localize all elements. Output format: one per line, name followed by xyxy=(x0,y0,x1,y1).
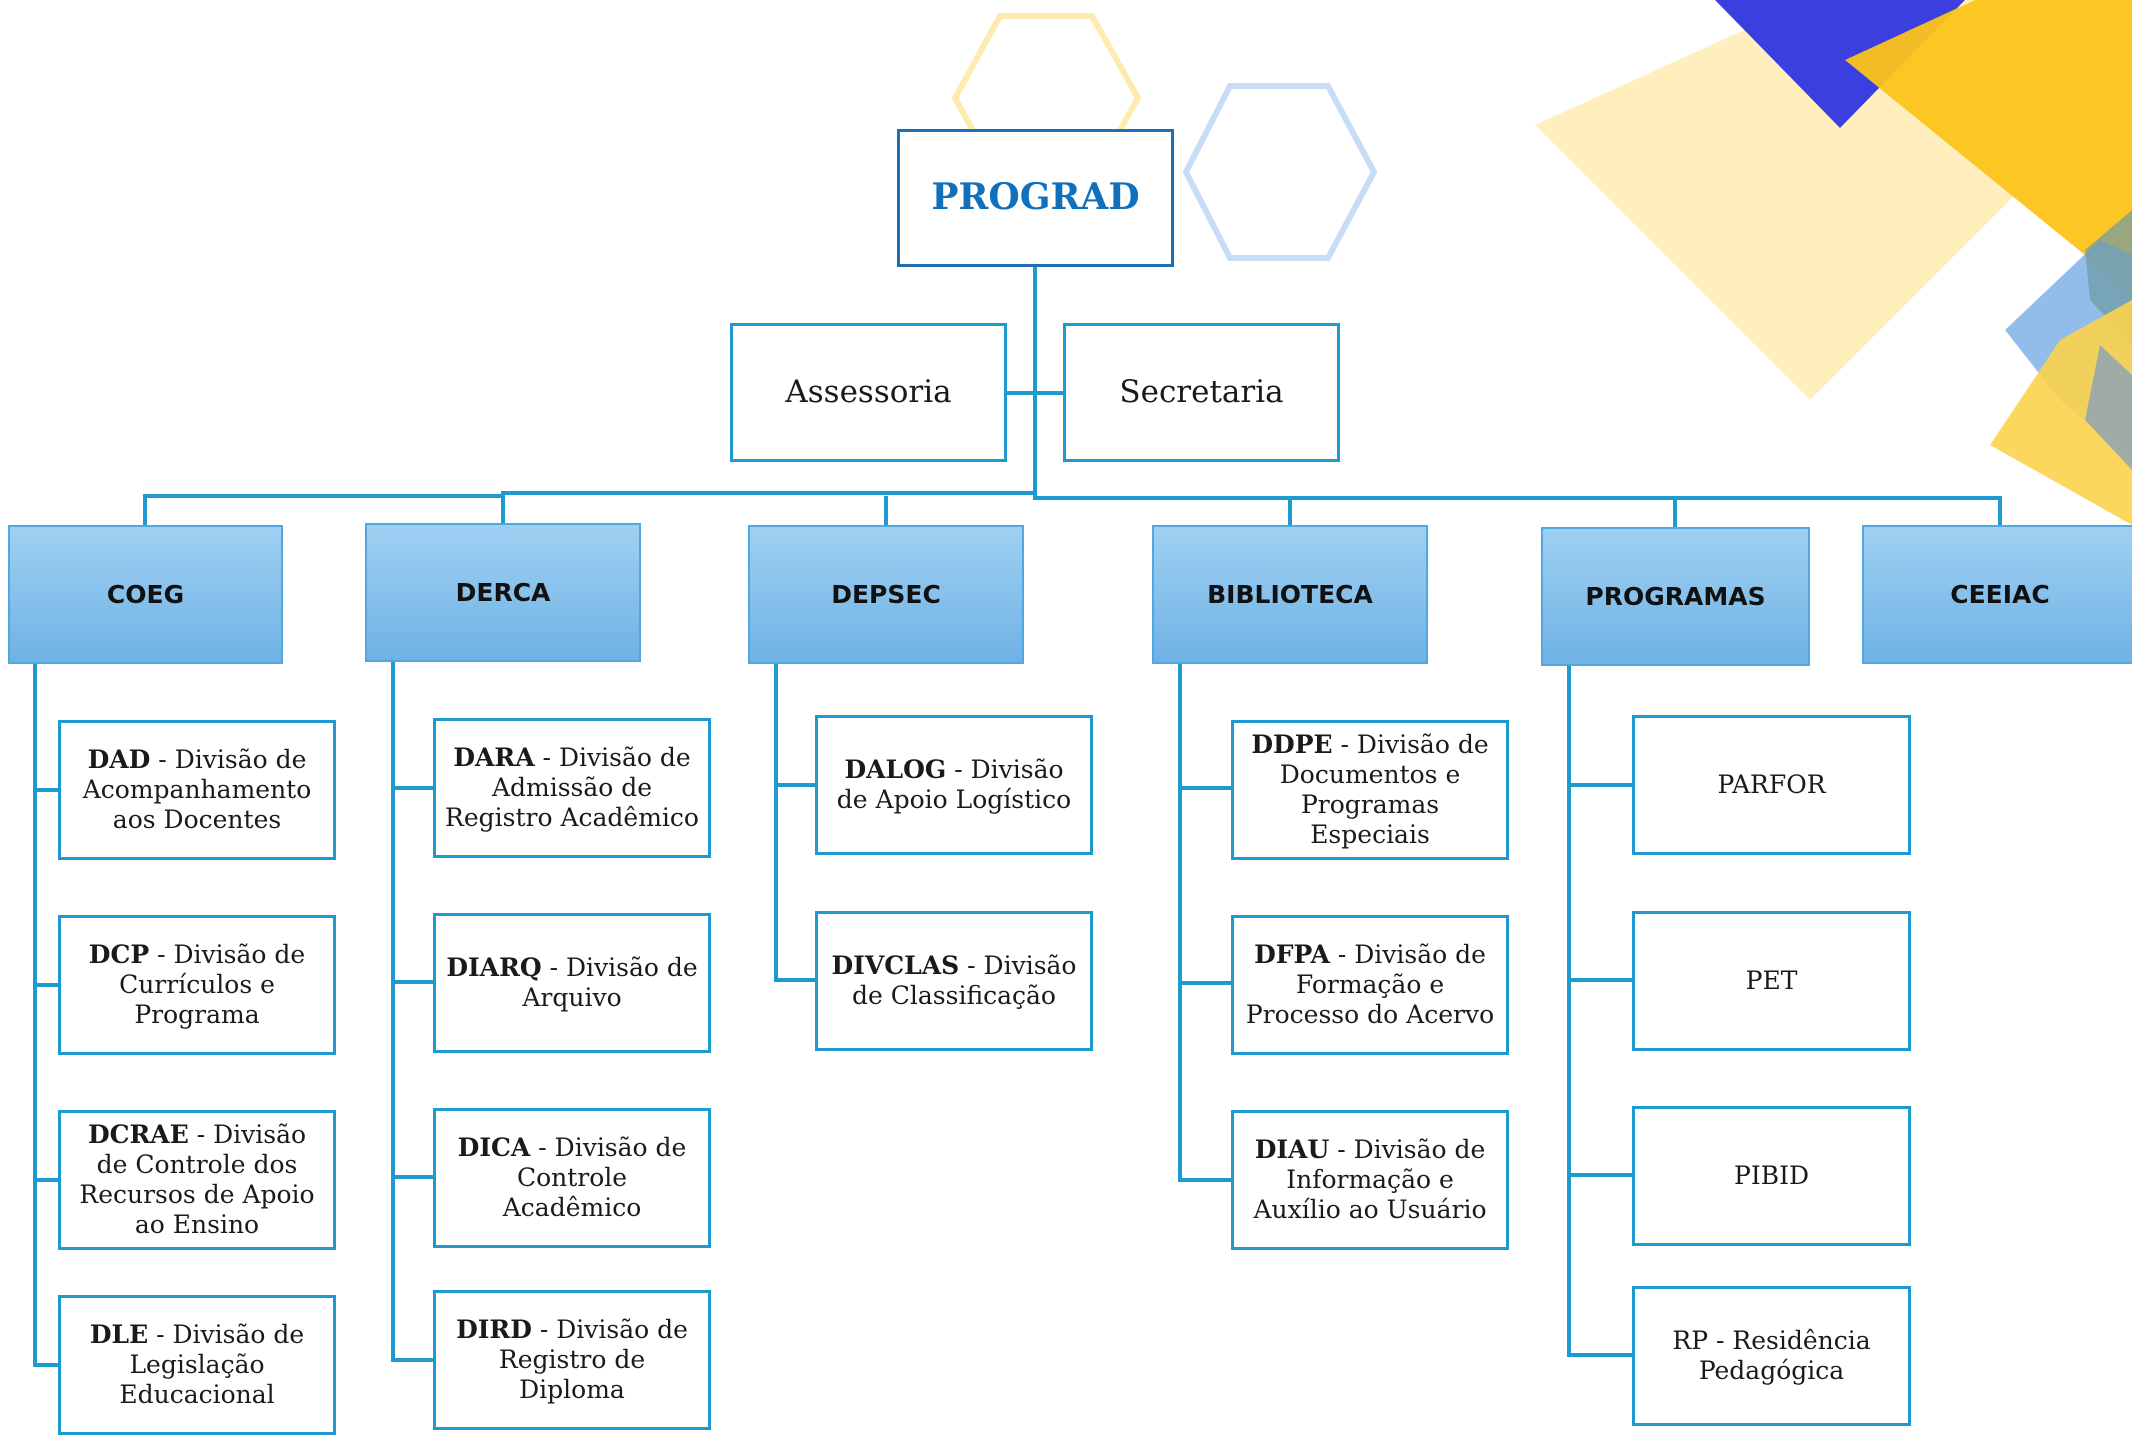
dept-ceeiac-label: CEEIAC xyxy=(1950,579,2050,609)
dept-derca-label: DERCA xyxy=(455,577,551,607)
program-desc: - Residência Pedagógica xyxy=(1698,1326,1871,1385)
division-desc: - Divisão de Apoio Logístico xyxy=(836,755,1072,814)
connector-bus-left xyxy=(501,491,1035,524)
connector-biblioteca-trunk xyxy=(1178,662,1233,1182)
root-node-prograd[interactable]: PROGRAD xyxy=(897,129,1174,267)
division-text: DIAU - Divisão de Informação e Auxílio a… xyxy=(1234,1135,1506,1225)
dept-programas-label: PROGRAMAS xyxy=(1585,581,1766,611)
program-label: PIBID xyxy=(1734,1161,1809,1190)
program-pet[interactable]: PET xyxy=(1632,911,1911,1051)
division-dalog[interactable]: DALOG - Divisão de Apoio Logístico xyxy=(815,715,1093,855)
division-desc: - Divisão de Documentos e Programas Espe… xyxy=(1279,730,1489,849)
division-desc: - Divisão de Admissão de Registro Acadêm… xyxy=(445,743,699,832)
division-divclas[interactable]: DIVCLAS - Divisão de Classificação xyxy=(815,911,1093,1051)
division-dcp[interactable]: DCP - Divisão de Currículos e Programa xyxy=(58,915,336,1055)
program-text: RP - Residência Pedagógica xyxy=(1635,1326,1908,1386)
division-desc: - Divisão de Registro de Diploma xyxy=(498,1315,688,1404)
division-code: DLE xyxy=(89,1320,149,1349)
division-code: DARA xyxy=(453,743,535,772)
connector-programas-trunk xyxy=(1567,664,1634,1357)
dept-biblioteca-label: BIBLIOTECA xyxy=(1207,579,1373,609)
secretaria-label: Secretaria xyxy=(1119,373,1284,410)
division-text: DICA - Divisão de Controle Acadêmico xyxy=(436,1133,708,1223)
division-dfpa[interactable]: DFPA - Divisão de Formação e Processo do… xyxy=(1231,915,1509,1055)
division-diarq[interactable]: DIARQ - Divisão de Arquivo xyxy=(433,913,711,1053)
division-code: DIAU xyxy=(1254,1135,1330,1164)
dept-depsec-label: DEPSEC xyxy=(831,579,941,609)
division-text: DCRAE - Divisão de Controle dos Recursos… xyxy=(61,1120,333,1240)
program-label: PARFOR xyxy=(1717,770,1826,799)
dept-biblioteca[interactable]: BIBLIOTECA xyxy=(1152,525,1428,664)
division-code: DCRAE xyxy=(87,1120,189,1149)
division-dara[interactable]: DARA - Divisão de Admissão de Registro A… xyxy=(433,718,711,858)
division-text: DIARQ - Divisão de Arquivo xyxy=(436,953,708,1013)
diamond-bottom-yellow xyxy=(1990,300,2132,525)
division-desc: - Divisão de Legislação Educacional xyxy=(119,1320,305,1409)
node-secretaria[interactable]: Secretaria xyxy=(1063,323,1340,462)
division-dad[interactable]: DAD - Divisão de Acompanhamento aos Doce… xyxy=(58,720,336,860)
division-text: DDPE - Divisão de Documentos e Programas… xyxy=(1234,730,1506,850)
triangle-blue xyxy=(1715,0,1965,128)
connector-depsec-trunk xyxy=(774,662,817,982)
node-assessoria[interactable]: Assessoria xyxy=(730,323,1007,462)
assessoria-label: Assessoria xyxy=(785,373,952,410)
program-code: RP xyxy=(1672,1326,1709,1355)
division-code: DALOG xyxy=(844,755,947,784)
division-code: DDPE xyxy=(1251,730,1333,759)
division-text: DARA - Divisão de Admissão de Registro A… xyxy=(436,743,708,833)
connector-bus-coeg xyxy=(143,494,503,526)
division-text: DCP - Divisão de Currículos e Programa xyxy=(61,940,333,1030)
division-code: DIRD xyxy=(456,1315,532,1344)
division-code: DICA xyxy=(457,1133,531,1162)
program-label: PET xyxy=(1745,966,1798,995)
division-text: DFPA - Divisão de Formação e Processo do… xyxy=(1234,940,1506,1030)
division-text: DALOG - Divisão de Apoio Logístico xyxy=(818,755,1090,815)
division-desc: - Divisão de Currículos e Programa xyxy=(119,940,306,1029)
connector-coeg-trunk xyxy=(33,662,60,1367)
division-desc: - Divisão de Arquivo xyxy=(522,953,698,1012)
division-ddpe[interactable]: DDPE - Divisão de Documentos e Programas… xyxy=(1231,720,1509,860)
division-desc: - Divisão de Controle Acadêmico xyxy=(502,1133,687,1222)
dept-derca[interactable]: DERCA xyxy=(365,523,641,662)
division-dird[interactable]: DIRD - Divisão de Registro de Diploma xyxy=(433,1290,711,1430)
program-rp[interactable]: RP - Residência Pedagógica xyxy=(1632,1286,1911,1426)
division-desc: - Divisão de Formação e Processo do Acer… xyxy=(1245,940,1495,1029)
program-parfor[interactable]: PARFOR xyxy=(1632,715,1911,855)
division-text: DLE - Divisão de Legislação Educacional xyxy=(61,1320,333,1410)
division-dle[interactable]: DLE - Divisão de Legislação Educacional xyxy=(58,1295,336,1435)
division-desc: - Divisão de Informação e Auxílio ao Usu… xyxy=(1253,1135,1487,1224)
division-dcrae[interactable]: DCRAE - Divisão de Controle dos Recursos… xyxy=(58,1110,336,1250)
dept-ceeiac[interactable]: CEEIAC xyxy=(1862,525,2132,664)
diamond-slate xyxy=(2085,345,2132,470)
division-desc: - Divisão de Acompanhamento aos Docentes xyxy=(82,745,312,834)
dept-coeg[interactable]: COEG xyxy=(8,525,283,664)
dept-coeg-label: COEG xyxy=(106,579,185,609)
division-text: DIVCLAS - Divisão de Classificação xyxy=(818,951,1090,1011)
division-code: DAD xyxy=(87,745,151,774)
division-diau[interactable]: DIAU - Divisão de Informação e Auxílio a… xyxy=(1231,1110,1509,1250)
connector-derca-trunk xyxy=(391,660,435,1362)
connector-bus-right xyxy=(1035,496,2002,526)
division-text: DAD - Divisão de Acompanhamento aos Doce… xyxy=(61,745,333,835)
division-code: DFPA xyxy=(1254,940,1330,969)
division-text: DIRD - Divisão de Registro de Diploma xyxy=(436,1315,708,1405)
division-desc: - Divisão de Classificação xyxy=(852,951,1077,1010)
program-pibid[interactable]: PIBID xyxy=(1632,1106,1911,1246)
dept-programas[interactable]: PROGRAMAS xyxy=(1541,527,1810,666)
division-desc: - Divisão de Controle dos Recursos de Ap… xyxy=(79,1120,315,1239)
hexagon-outline-blue xyxy=(1182,83,1378,261)
division-dica[interactable]: DICA - Divisão de Controle Acadêmico xyxy=(433,1108,711,1248)
division-code: DIARQ xyxy=(446,953,542,982)
dept-depsec[interactable]: DEPSEC xyxy=(748,525,1024,664)
division-code: DIVCLAS xyxy=(831,951,960,980)
division-code: DCP xyxy=(88,940,150,969)
root-label: PROGRAD xyxy=(931,176,1140,219)
diamond-yellow xyxy=(1845,0,2132,300)
